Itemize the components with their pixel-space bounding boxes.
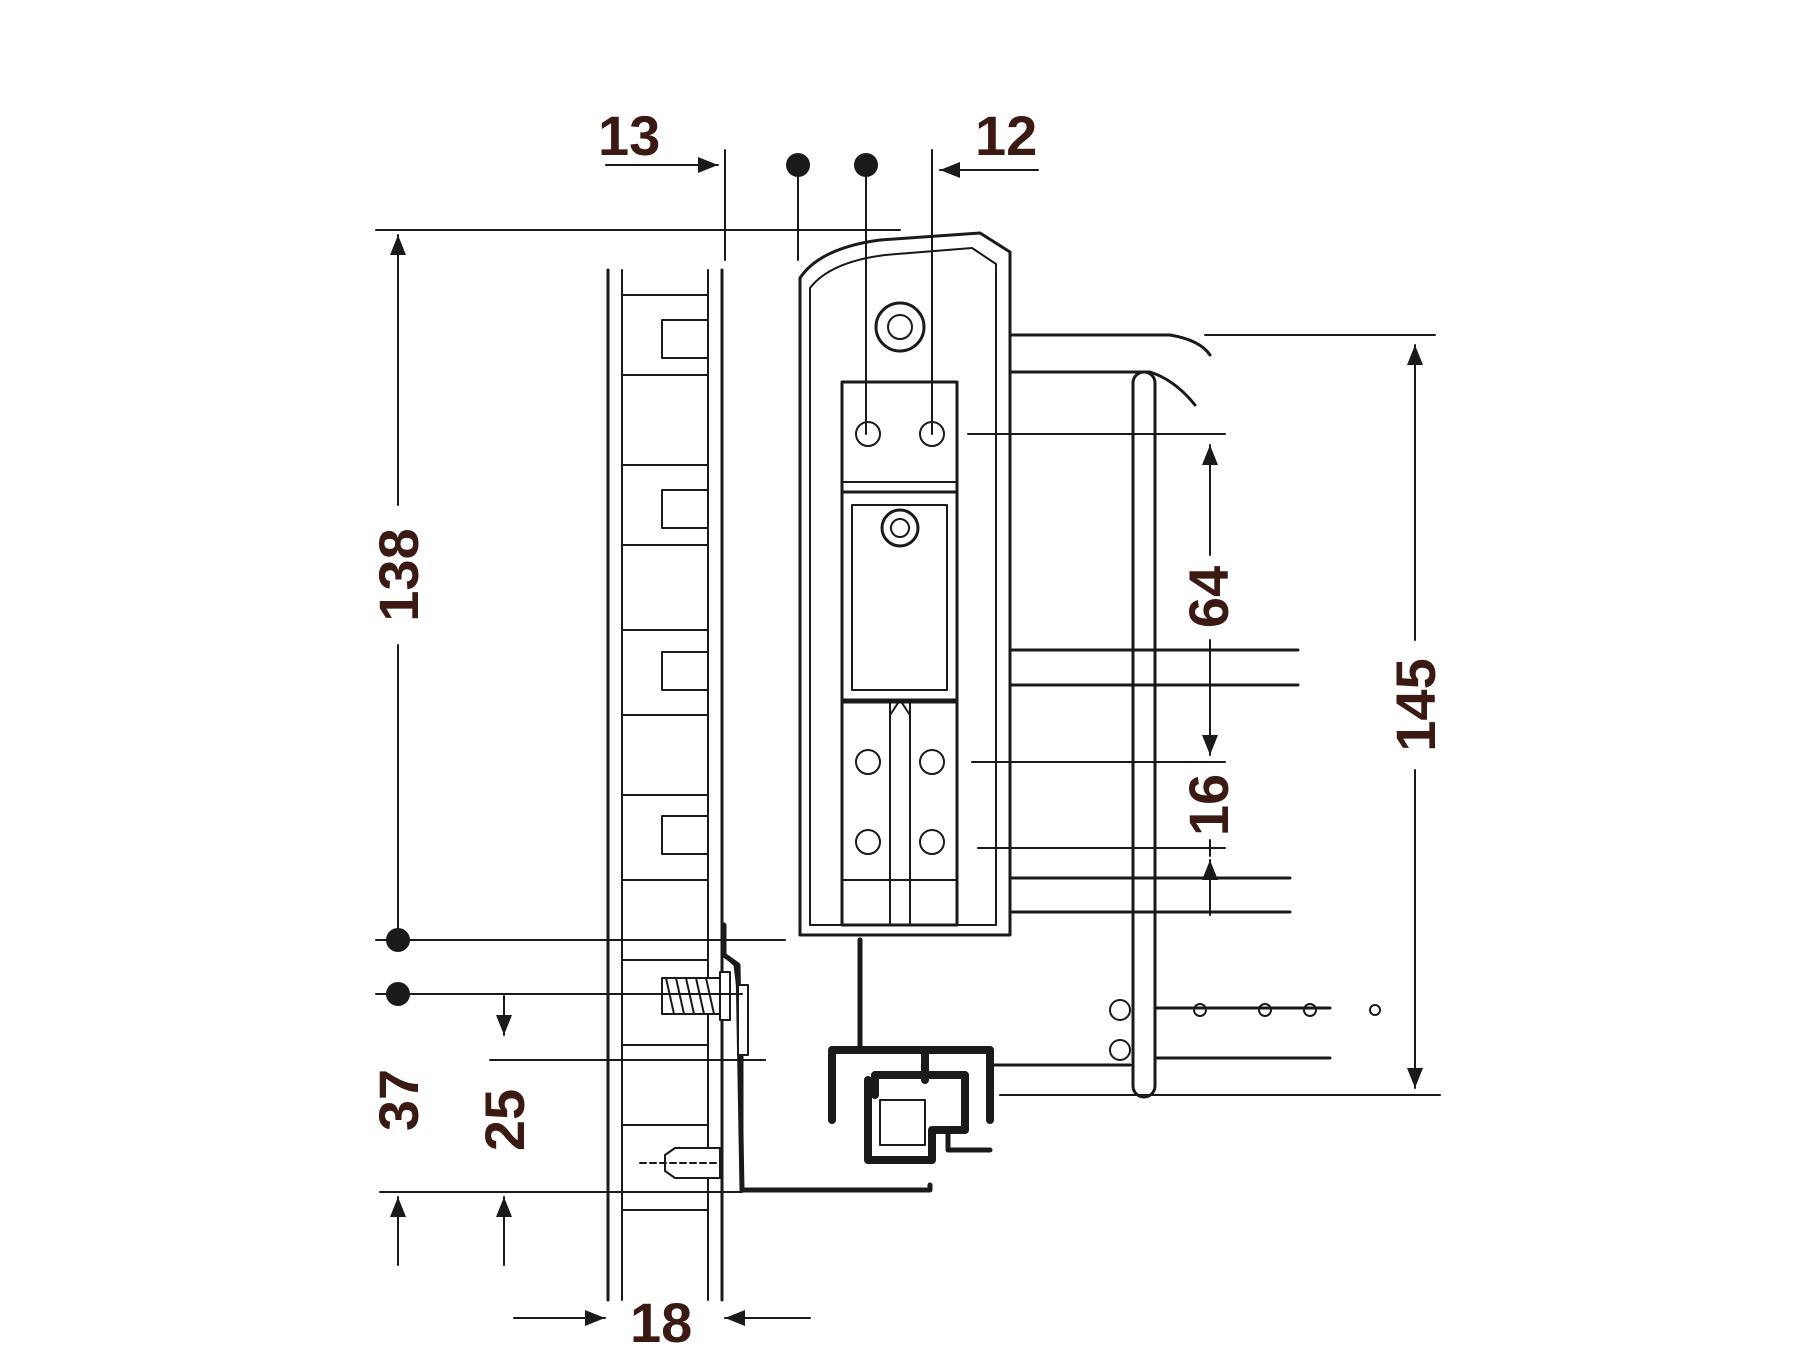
- gallery-railing: [999, 333, 1431, 1099]
- dim-12: 12: [975, 104, 1037, 167]
- panel-tabs: [661, 319, 709, 855]
- dim-64: 64: [1177, 566, 1240, 628]
- drawer-side-profile: [798, 231, 1012, 937]
- panel-ribs: [621, 294, 709, 1211]
- lower-plate: [840, 698, 959, 927]
- railing-clips: [1109, 999, 1381, 1061]
- dim-16: 16: [1177, 774, 1240, 836]
- dim-18: 18: [630, 1291, 692, 1350]
- dim-145: 145: [1384, 658, 1447, 751]
- front-fixing-bracket: [721, 922, 933, 1193]
- fixing-screw: [661, 971, 731, 1021]
- dimension-lines: [375, 149, 1441, 1326]
- upper-plate: [840, 380, 959, 494]
- runner-profile: [828, 937, 1132, 1164]
- dim-138: 138: [367, 528, 430, 621]
- top-hole: [874, 301, 926, 353]
- dim-37: 37: [367, 1069, 430, 1131]
- dim-13: 13: [598, 104, 660, 167]
- drawer-side-panel: [606, 268, 731, 1302]
- middle-slot: [840, 490, 959, 704]
- dim-25: 25: [473, 1089, 536, 1151]
- dowel-pin: [639, 1147, 721, 1179]
